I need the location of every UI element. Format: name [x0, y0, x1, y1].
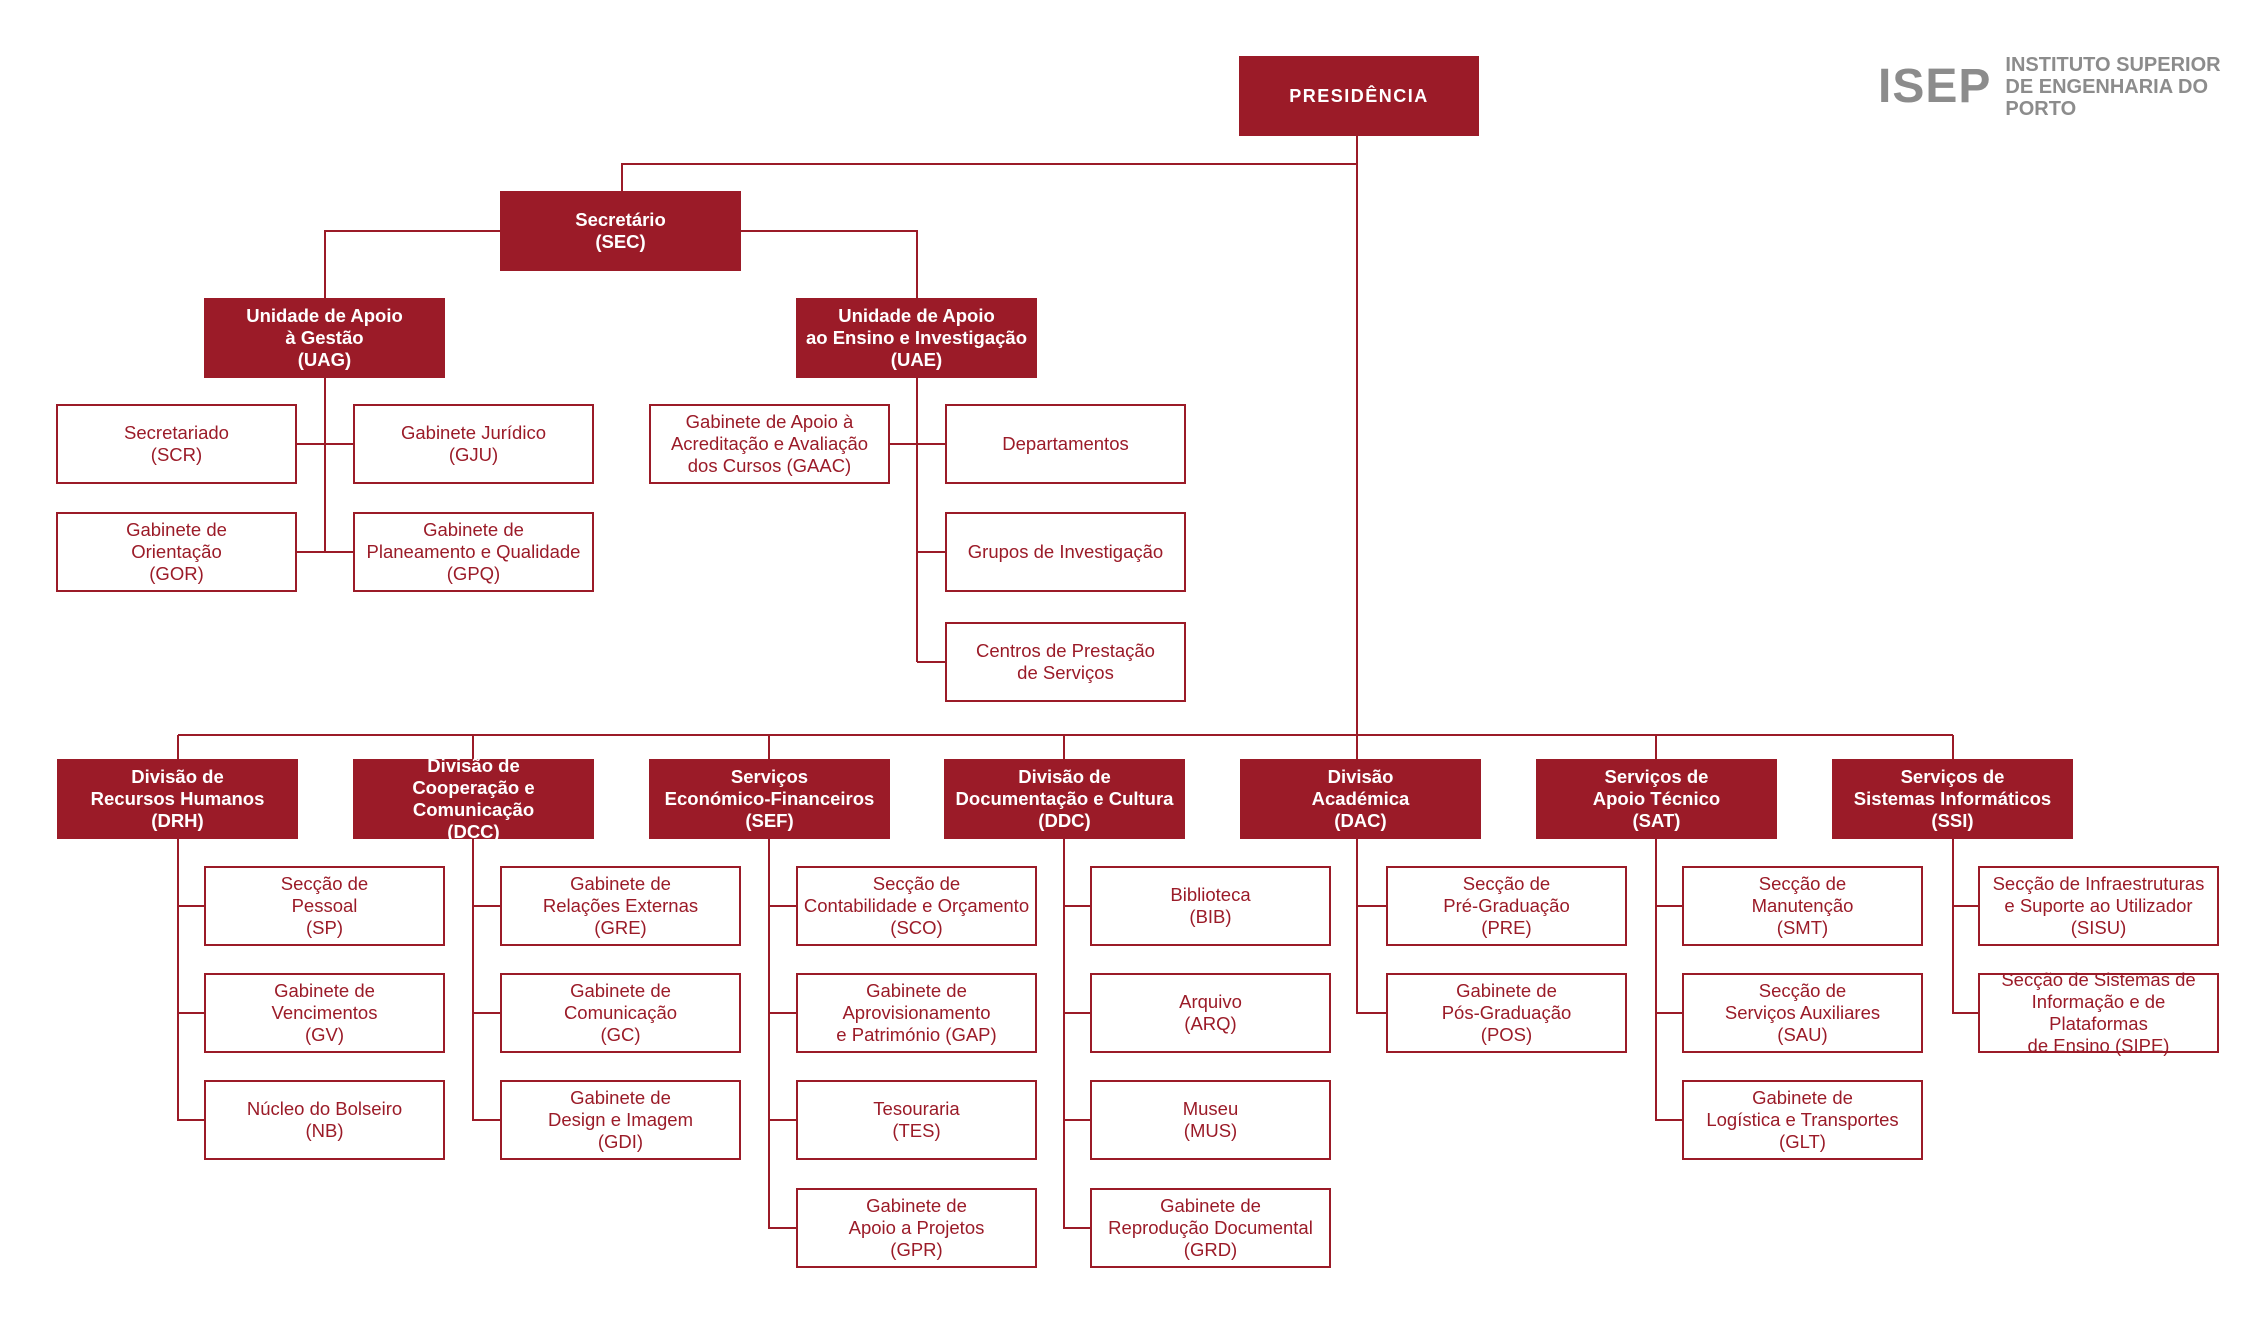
node-arq: Arquivo (ARQ) [1090, 973, 1331, 1053]
node-drh: Divisão de Recursos Humanos (DRH) [57, 759, 298, 839]
node-dcc: Divisão de Cooperação e Comunicação (DCC… [353, 755, 594, 842]
node-sco: Secção de Contabilidade e Orçamento (SCO… [796, 866, 1037, 946]
node-uae: Unidade de Apoio ao Ensino e Investigaçã… [796, 298, 1037, 378]
node-gju: Gabinete Jurídico (GJU) [353, 404, 594, 484]
node-sec: Secretário (SEC) [500, 191, 741, 271]
node-gap: Gabinete de Aprovisionamento e Patrimóni… [796, 973, 1037, 1053]
node-gdi: Gabinete de Design e Imagem (GDI) [500, 1080, 741, 1160]
node-pos: Gabinete de Pós-Graduação (POS) [1386, 973, 1627, 1053]
node-grd: Gabinete de Reprodução Documental (GRD) [1090, 1188, 1331, 1268]
node-sp: Secção de Pessoal (SP) [204, 866, 445, 946]
isep-logo-text: INSTITUTO SUPERIOR DE ENGENHARIA DO PORT… [2005, 54, 2221, 120]
node-sau: Secção de Serviços Auxiliares (SAU) [1682, 973, 1923, 1053]
node-gaac: Gabinete de Apoio à Acreditação e Avalia… [649, 404, 890, 484]
node-ddc: Divisão de Documentação e Cultura (DDC) [944, 759, 1185, 839]
node-mus: Museu (MUS) [1090, 1080, 1331, 1160]
node-sisu: Secção de Infraestruturas e Suporte ao U… [1978, 866, 2219, 946]
node-gor: Gabinete de Orientação (GOR) [56, 512, 297, 592]
node-gre: Gabinete de Relações Externas (GRE) [500, 866, 741, 946]
node-dac: Divisão Académica (DAC) [1240, 759, 1481, 839]
isep-logo-mark: ISEP [1878, 60, 1992, 113]
node-sef: Serviços Económico-Financeiros (SEF) [649, 759, 890, 839]
node-grupos-investigacao: Grupos de Investigação [945, 512, 1186, 592]
node-pre: Secção de Pré-Graduação (PRE) [1386, 866, 1627, 946]
isep-logo: ISEP INSTITUTO SUPERIOR DE ENGENHARIA DO… [1878, 54, 2264, 120]
node-centros-prestacao: Centros de Prestação de Serviços [945, 622, 1186, 702]
node-gc: Gabinete de Comunicação (GC) [500, 973, 741, 1053]
node-scr: Secretariado (SCR) [56, 404, 297, 484]
node-nb: Núcleo do Bolseiro (NB) [204, 1080, 445, 1160]
node-uag: Unidade de Apoio à Gestão (UAG) [204, 298, 445, 378]
node-bib: Biblioteca (BIB) [1090, 866, 1331, 946]
node-departamentos: Departamentos [945, 404, 1186, 484]
node-glt: Gabinete de Logística e Transportes (GLT… [1682, 1080, 1923, 1160]
node-sipe: Secção de Sistemas de Informação e de Pl… [1978, 969, 2219, 1056]
node-sat: Serviços de Apoio Técnico (SAT) [1536, 759, 1777, 839]
node-gv: Gabinete de Vencimentos (GV) [204, 973, 445, 1053]
node-smt: Secção de Manutenção (SMT) [1682, 866, 1923, 946]
node-gpr: Gabinete de Apoio a Projetos (GPR) [796, 1188, 1037, 1268]
node-ssi: Serviços de Sistemas Informáticos (SSI) [1832, 759, 2073, 839]
node-tes: Tesouraria (TES) [796, 1080, 1037, 1160]
node-presidencia: PRESIDÊNCIA [1239, 56, 1479, 136]
node-gpq: Gabinete de Planeamento e Qualidade (GPQ… [353, 512, 594, 592]
